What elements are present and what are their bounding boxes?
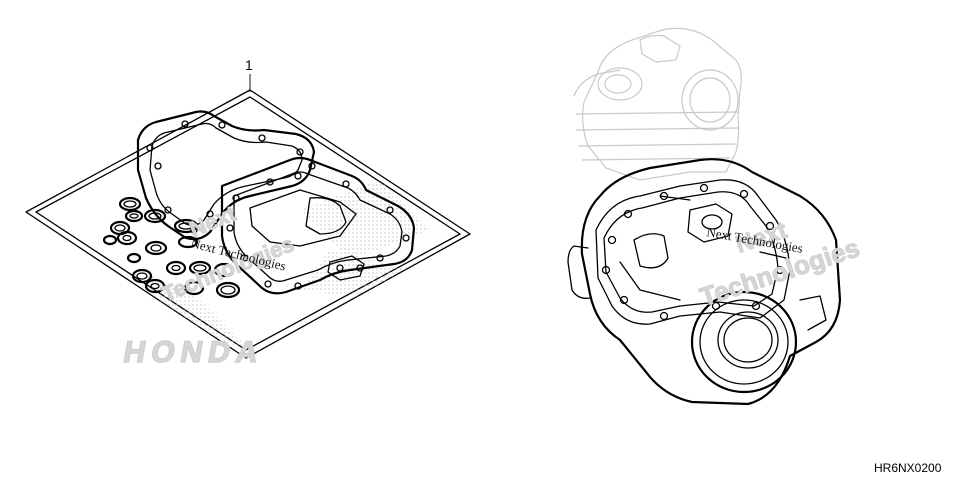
tab-gasket [327,255,365,281]
cover-gasket-bolt-holes [146,120,304,234]
o-ring [183,280,205,296]
engine-assembly [567,27,842,406]
side-seal-ring [717,311,779,369]
honda-watermark: HONDA [121,336,267,369]
side-seal-inner [699,299,789,385]
o-ring [173,218,199,234]
gasket-window [687,203,733,243]
o-rings [102,196,241,299]
gasket-face [595,179,791,325]
right-watermark: Next Technologies Next Technologies [696,216,864,312]
cylinder-ghost [573,27,742,181]
o-ring [131,268,153,284]
crankcase-body [580,158,842,406]
o-ring [143,208,167,224]
cover-gasket-inner [149,122,303,226]
o-ring [102,234,118,246]
o-ring [126,252,142,264]
o-ring [177,235,199,249]
callout-1-label: 1 [245,57,253,73]
crankcase-left-lug [567,245,591,299]
crankcase-gasket-cutout [249,189,357,247]
figure-code: HR6NX0200 [874,461,942,475]
gasket-kit: HONDA [25,57,471,370]
gasket-pocket [633,233,669,269]
crankcase-gasket-window [305,197,347,235]
seal [144,278,166,294]
crankcase-gasket-bolt-holes [226,162,410,290]
seal [144,240,168,256]
o-ring [215,281,241,299]
gasket-face-inner [603,191,779,313]
o-ring [213,262,235,278]
seal [116,230,138,246]
crankcase-gasket-outer [220,156,416,295]
o-ring [118,196,142,212]
crankcase-gasket-inner [233,171,403,282]
o-ring [188,260,212,276]
seal [165,260,187,276]
left-watermark: Technologies Next Next Technologies [158,200,298,307]
cover-gasket-outer [136,110,316,241]
o-ring [124,209,144,223]
side-seal-outer [690,290,798,394]
